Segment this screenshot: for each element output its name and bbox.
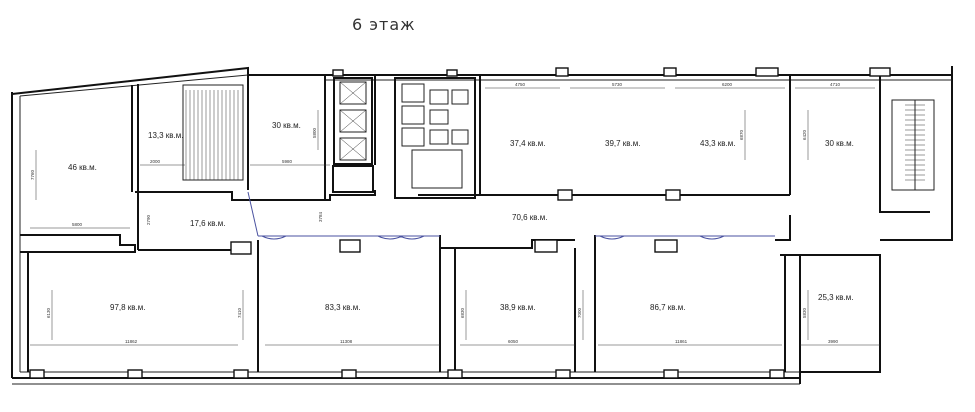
room-25-3: 25,3 кв.м. bbox=[818, 293, 854, 302]
dim-6050: 6050 bbox=[508, 339, 519, 344]
dim-4750: 4750 bbox=[515, 82, 526, 87]
dim-6200: 6200 bbox=[722, 82, 733, 87]
dim-5830: 5830 bbox=[802, 307, 807, 318]
dim-3784: 3784 bbox=[318, 211, 323, 222]
room-39-7: 39,7 кв.м. bbox=[605, 139, 641, 148]
dim-5800: 5800 bbox=[72, 222, 83, 227]
walls bbox=[11, 66, 953, 385]
room-30-left: 30 кв.м. bbox=[272, 121, 301, 130]
dim-7760: 7760 bbox=[30, 169, 35, 180]
dim-3990: 3990 bbox=[828, 339, 839, 344]
room-97-8: 97,8 кв.м. bbox=[110, 303, 146, 312]
dim-7410: 7410 bbox=[237, 307, 242, 318]
room-17-6: 17,6 кв.м. bbox=[190, 219, 226, 228]
room-37-4: 37,4 кв.м. bbox=[510, 139, 546, 148]
room-46: 46 кв.м. bbox=[68, 163, 97, 172]
room-70-6: 70,6 кв.м. bbox=[512, 213, 548, 222]
dim-6870: 6870 bbox=[739, 129, 744, 140]
dim-7000: 7000 bbox=[577, 307, 582, 318]
dim-5980: 5980 bbox=[282, 159, 293, 164]
dim-4710: 4710 bbox=[830, 82, 841, 87]
dim-11308: 11308 bbox=[340, 339, 353, 344]
dim-11861: 11861 bbox=[675, 339, 688, 344]
dim-6130: 6130 bbox=[46, 307, 51, 318]
dim-2790: 2790 bbox=[146, 214, 151, 225]
floor-title: 6 этаж bbox=[352, 15, 416, 34]
room-83-3: 83,3 кв.м. bbox=[325, 303, 361, 312]
dim-2000: 2000 bbox=[150, 159, 161, 164]
dim-11862: 11862 bbox=[125, 339, 138, 344]
dim-6830: 6830 bbox=[460, 307, 465, 318]
room-30-right: 30 кв.м. bbox=[825, 139, 854, 148]
room-13-3: 13,3 кв.м. bbox=[148, 131, 184, 140]
room-38-9: 38,9 кв.м. bbox=[500, 303, 536, 312]
room-86-7: 86,7 кв.м. bbox=[650, 303, 686, 312]
dim-5800-vertical: 5800 bbox=[312, 127, 317, 138]
room-43-3: 43,3 кв.м. bbox=[700, 139, 736, 148]
stairs-left bbox=[182, 84, 244, 181]
elevators bbox=[332, 77, 374, 193]
restrooms bbox=[394, 77, 476, 199]
dim-5730: 5730 bbox=[612, 82, 623, 87]
stairs-right bbox=[891, 99, 935, 191]
dim-6420: 6420 bbox=[802, 129, 807, 140]
